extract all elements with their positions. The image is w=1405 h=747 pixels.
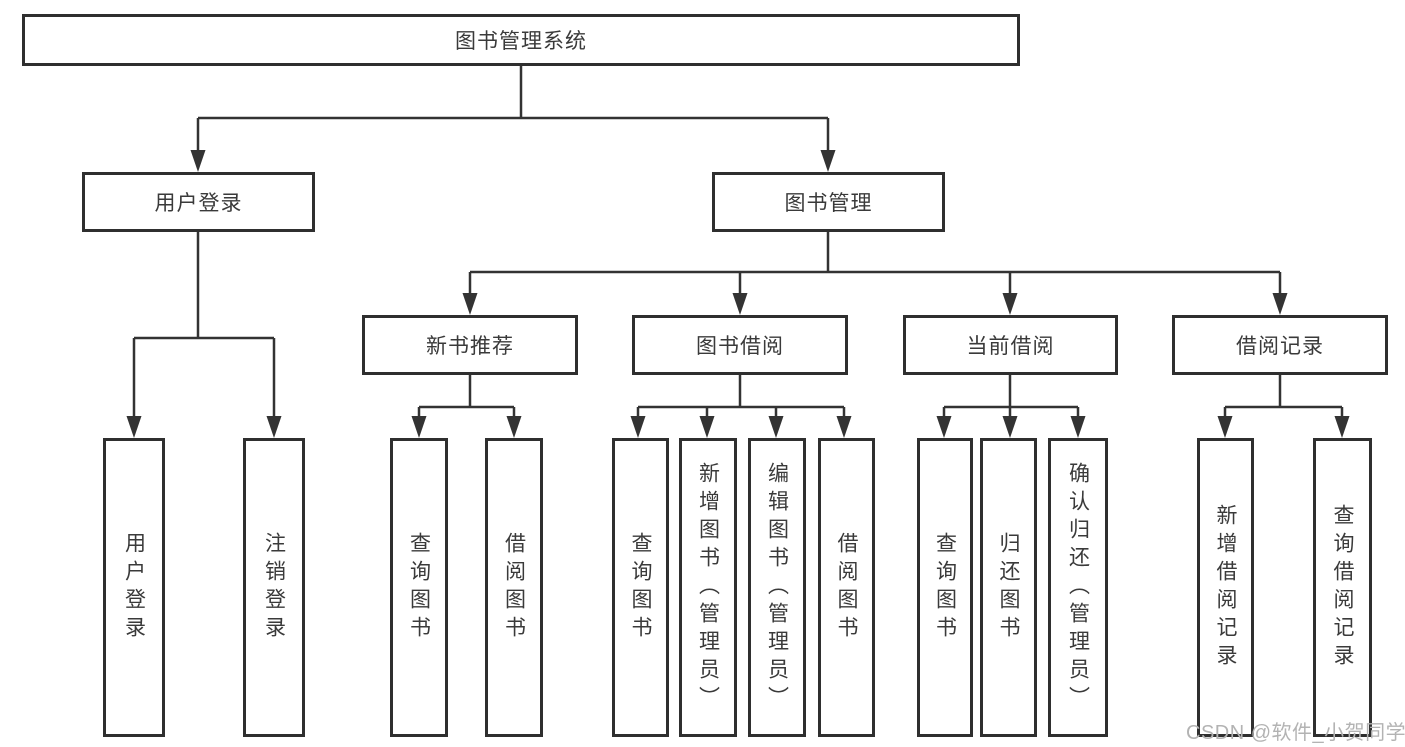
leaf-query-books-current: 查询图书: [917, 438, 973, 737]
leaf-query-books-current-label: 查询图书: [933, 531, 957, 644]
leaf-user-login-label: 用户登录: [122, 531, 146, 644]
node-user-login: 用户登录: [82, 172, 315, 232]
leaf-edit-books-admin: 编辑图书（管理员）: [748, 438, 806, 737]
node-root: 图书管理系统: [22, 14, 1020, 66]
node-book-borrowing: 图书借阅: [632, 315, 848, 375]
connector-user-login-to-leaves: [126, 232, 282, 438]
leaf-borrow-books-recommend-label: 借阅图书: [502, 531, 526, 644]
leaf-logout: 注销登录: [243, 438, 305, 737]
node-current-borrowing: 当前借阅: [903, 315, 1118, 375]
leaf-return-books: 归还图书: [980, 438, 1037, 737]
leaf-borrow-books-recommend: 借阅图书: [485, 438, 543, 737]
connector-book-management-to-level3: [462, 232, 1288, 315]
connector-book-borrowing-to-leaves: [630, 375, 852, 438]
leaf-return-books-label: 归还图书: [997, 531, 1021, 644]
leaf-query-borrow-record: 查询借阅记录: [1313, 438, 1372, 737]
leaf-query-books-borrow: 查询图书: [612, 438, 669, 737]
leaf-borrow-books-label: 借阅图书: [835, 531, 859, 644]
leaf-user-login: 用户登录: [103, 438, 165, 737]
leaf-borrow-books: 借阅图书: [818, 438, 875, 737]
leaf-confirm-return-admin-label: 确认归还（管理员）: [1066, 461, 1090, 714]
leaf-query-books-recommend: 查询图书: [390, 438, 448, 737]
leaf-edit-books-admin-label: 编辑图书（管理员）: [765, 461, 789, 714]
connector-root-to-level2: [190, 66, 836, 172]
leaf-add-borrow-record-label: 新增借阅记录: [1214, 503, 1238, 672]
connector-current-borrowing-to-leaves: [936, 375, 1086, 438]
leaf-query-books-recommend-label: 查询图书: [407, 531, 431, 644]
leaf-add-books-admin-label: 新增图书（管理员）: [696, 461, 720, 714]
leaf-add-books-admin: 新增图书（管理员）: [679, 438, 737, 737]
leaf-query-borrow-record-label: 查询借阅记录: [1331, 503, 1355, 672]
csdn-watermark: CSDN @软件_小贺同学: [1186, 722, 1405, 744]
connector-new-book-recommend-to-leaves: [411, 375, 522, 438]
leaf-add-borrow-record: 新增借阅记录: [1197, 438, 1254, 737]
connector-borrowing-records-to-leaves: [1217, 375, 1350, 438]
leaf-query-books-borrow-label: 查询图书: [629, 531, 653, 644]
node-book-management: 图书管理: [712, 172, 945, 232]
node-borrowing-records: 借阅记录: [1172, 315, 1388, 375]
leaf-logout-label: 注销登录: [262, 531, 286, 644]
node-new-book-recommend: 新书推荐: [362, 315, 578, 375]
leaf-confirm-return-admin: 确认归还（管理员）: [1048, 438, 1108, 737]
